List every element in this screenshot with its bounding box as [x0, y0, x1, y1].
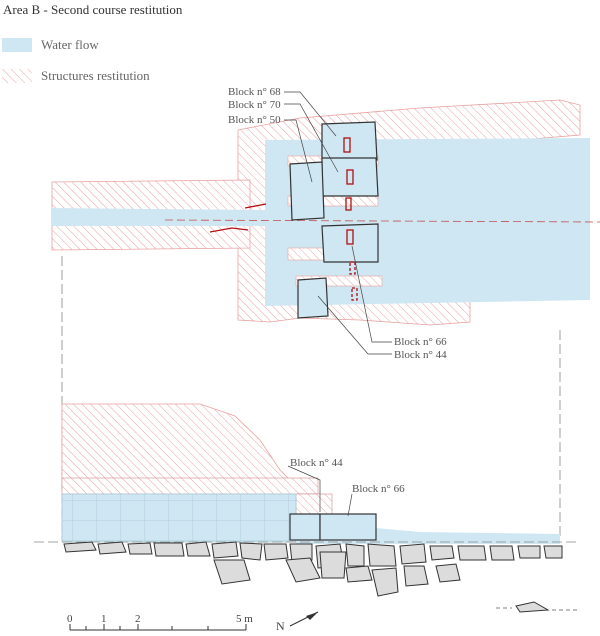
north-label: N — [276, 619, 285, 633]
label-block-70: Block n° 70 — [228, 99, 281, 111]
section-leaders — [287, 465, 353, 517]
label-block-50: Block n° 50 — [228, 114, 281, 126]
section-view: Block n° 44 Block n° 66 — [34, 403, 580, 613]
legend-structures-swatch — [2, 69, 32, 83]
restitution-course-top — [61, 477, 319, 495]
scale-tick-2: 2 — [135, 613, 141, 625]
north-arrow-head-icon — [306, 612, 318, 620]
section-blocks — [289, 513, 377, 541]
structures-restitution-section — [61, 403, 301, 491]
scale-tick-0: 0 — [67, 613, 73, 625]
legend-water-swatch — [2, 38, 32, 52]
section-block-66 — [319, 513, 377, 541]
water-flow-section — [61, 493, 297, 543]
block-44 — [297, 277, 329, 319]
legend-structures: Structures restitution — [2, 68, 150, 84]
legend-water-label: Water flow — [41, 37, 99, 52]
section-block-44 — [289, 513, 321, 541]
plan-view: Block n° 68 Block n° 70 Block n° 50 Bloc… — [51, 86, 600, 361]
plan-leaders — [284, 91, 392, 355]
label-block-68: Block n° 68 — [228, 86, 281, 98]
section-label-block-44: Block n° 44 — [290, 457, 343, 469]
projection-lines — [61, 256, 561, 540]
legend-structures-label: Structures restitution — [41, 68, 150, 83]
label-block-66: Block n° 66 — [394, 336, 447, 348]
scale-bar: 0 1 2 5 m — [67, 613, 253, 631]
block-50 — [289, 161, 325, 221]
dowel-marks — [209, 137, 358, 301]
block-66 — [321, 223, 379, 263]
page-title: Area B - Second course restitution — [3, 2, 183, 17]
restitution-course-step — [295, 493, 333, 515]
rubble-stones — [63, 541, 563, 613]
section-label-block-66: Block n° 66 — [352, 483, 405, 495]
scale-tick-1: 1 — [101, 613, 107, 625]
block-70 — [321, 157, 379, 197]
north-arrow: N — [276, 611, 319, 633]
label-block-44: Block n° 44 — [394, 349, 447, 361]
scale-tick-5: 5 m — [236, 613, 253, 625]
legend-water: Water flow — [2, 37, 99, 53]
section-axis-line — [164, 219, 600, 223]
